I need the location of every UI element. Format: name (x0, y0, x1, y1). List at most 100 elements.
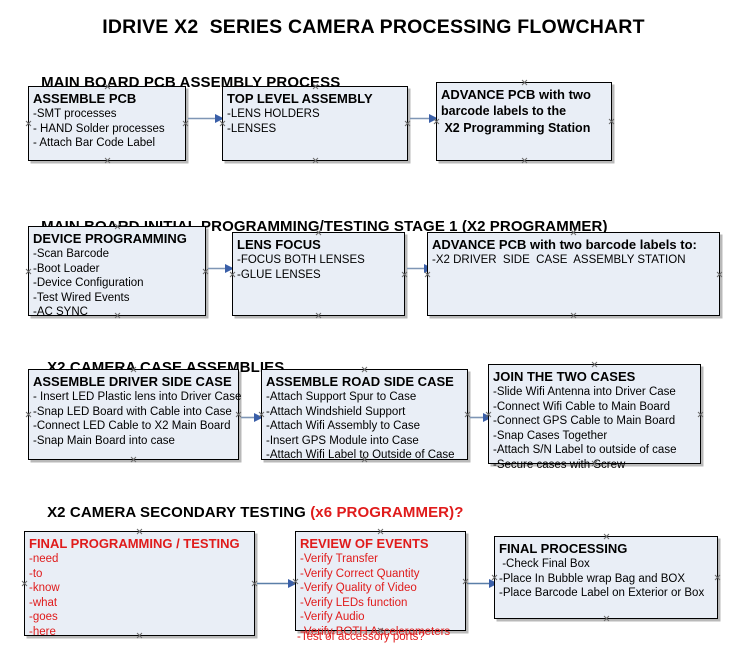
box-line: -Verify BOTH Accelerometers (300, 625, 451, 638)
resize-handle-top[interactable] (591, 361, 598, 368)
resize-handle-bottom[interactable] (130, 456, 137, 463)
box-line: -Attach Windshield Support (266, 405, 406, 418)
connector-arrow-assemble-pcb-to-top-level[interactable] (188, 113, 224, 124)
box-line: -know (29, 582, 60, 594)
box-line: -Verify Quality of Video (300, 582, 417, 594)
resize-handle-right[interactable] (608, 118, 615, 125)
box-line: -GLUE LENSES (237, 268, 321, 281)
process-box-top-level-assembly[interactable]: TOP LEVEL ASSEMBLY -LENS HOLDERS -LENSES (222, 86, 408, 161)
box-line: -Connect LED Cable to X2 Main Board (33, 420, 231, 432)
box-line: -Connect Wifi Cable to Main Board (493, 400, 671, 413)
process-box-assemble-driver-side-case[interactable]: ASSEMBLE DRIVER SIDE CASE - Insert LED P… (25, 369, 242, 463)
connector-arrow-device-programming-to-lens-focus[interactable] (208, 263, 234, 274)
box-line: -Verify Audio (300, 611, 365, 623)
box-line: -Snap Main Board into case (33, 434, 175, 447)
overflow-text-test-accessory-ports: -Test of accessory ports? (297, 631, 425, 643)
connector-arrow-top-level-to-advance-pcb[interactable] (410, 113, 438, 124)
resize-handle-bottom[interactable] (521, 157, 528, 164)
box-title: ASSEMBLE DRIVER SIDE CASE (33, 374, 232, 389)
box-line: -Snap Cases Together (493, 429, 608, 442)
box-line: -Connect GPS Cable to Main Board (493, 415, 676, 427)
box-line: -Attach Wifi Label to Outside of Case (266, 449, 455, 461)
box-line: - Attach Bar Code Label (33, 137, 156, 149)
box-line: -what (29, 596, 58, 609)
box-line: -Place In Bubble wrap Bag and BOX (499, 572, 686, 585)
box-line: -to (29, 567, 43, 580)
process-box-review-of-events[interactable]: REVIEW OF EVENTS -Verify Transfer -Verif… (295, 531, 466, 638)
box-title: REVIEW OF EVENTS (300, 536, 429, 551)
box-title: TOP LEVEL ASSEMBLY (227, 91, 373, 106)
box-title: FINAL PROGRAMMING / TESTING (29, 536, 240, 551)
resize-handle-bottom[interactable] (104, 157, 111, 164)
box-line: -Verify Transfer (300, 553, 378, 565)
page-title: IDRIVE X2 SERIES CAMERA PROCESSING FLOWC… (102, 16, 645, 38)
section-heading-text: X2 CAMERA SECONDARY TESTING (47, 504, 311, 521)
resize-handle-left[interactable] (25, 411, 32, 418)
process-box-lens-focus[interactable]: LENS FOCUS -FOCUS BOTH LENSES -GLUE LENS… (232, 232, 405, 316)
box-line: -Place Barcode Label on Exterior or Box (499, 587, 705, 599)
connector-arrow-driver-case-to-road-case[interactable] (241, 412, 263, 423)
resize-handle-bottom[interactable] (315, 312, 322, 319)
section-heading-secondary-testing: X2 CAMERA SECONDARY TESTING (x6 PROGRAMM… (30, 487, 463, 538)
box-line: -Attach S/N Label to outside of case (493, 444, 677, 456)
resize-handle-top[interactable] (361, 366, 368, 373)
box-line: -here (29, 625, 56, 638)
box-line: - Insert LED Plastic lens into Driver Ca… (33, 391, 242, 403)
box-line: -Slide Wifi Antenna into Driver Case (493, 386, 676, 398)
box-line: -Scan Barcode (33, 248, 110, 260)
box-line: -X2 DRIVER SIDE CASE ASSEMBLY STATION (432, 254, 686, 266)
resize-handle-right[interactable] (716, 271, 723, 278)
resize-handle-bottom[interactable] (570, 312, 577, 319)
box-line: -Insert GPS Module into Case (266, 434, 419, 447)
connector-arrow-final-programming-to-review-events[interactable] (257, 578, 297, 589)
resize-handle-top[interactable] (521, 79, 528, 86)
connector-arrow-review-events-to-final-processing[interactable] (468, 578, 498, 589)
box-title: ADVANCE PCB with two (441, 87, 591, 102)
resize-handle-bottom[interactable] (603, 615, 610, 622)
box-line: -need (29, 553, 59, 565)
box-line: -Verify Correct Quantity (300, 567, 420, 580)
process-box-final-programming-testing[interactable]: FINAL PROGRAMMING / TESTING -need -to -k… (21, 531, 255, 638)
box-title: DEVICE PROGRAMMING (33, 231, 187, 246)
box-line: -Boot Loader (33, 262, 100, 275)
box-line: -Device Configuration (33, 277, 144, 289)
box-title: ASSEMBLE ROAD SIDE CASE (266, 374, 454, 389)
resize-handle-top[interactable] (603, 533, 610, 540)
resize-handle-right[interactable] (714, 574, 721, 581)
box-title: LENS FOCUS (237, 237, 321, 252)
resize-handle-left[interactable] (25, 268, 32, 275)
process-box-advance-pcb-driver-side-station[interactable]: ADVANCE PCB with two barcode labels to: … (427, 232, 720, 316)
section-heading-accent: (x6 PROGRAMMER)? (310, 504, 464, 521)
box-line: -SMT processes (33, 108, 117, 120)
box-line: - HAND Solder processes (33, 122, 165, 135)
box-line: -Secure cases with Screw (493, 458, 626, 471)
box-line: -goes (29, 611, 58, 623)
resize-handle-bottom[interactable] (312, 157, 319, 164)
box-line: -Verify LEDs function (300, 596, 408, 609)
process-box-final-processing[interactable]: FINAL PROCESSING -Check Final Box -Place… (494, 536, 718, 619)
process-box-device-programming[interactable]: DEVICE PROGRAMMING -Scan Barcode -Boot L… (25, 226, 206, 318)
process-box-assemble-pcb[interactable]: ASSEMBLE PCB -SMT processes - HAND Solde… (28, 86, 186, 161)
box-title: ASSEMBLE PCB (33, 91, 137, 106)
box-line: -LENS HOLDERS (227, 108, 320, 120)
box-line: -LENSES (227, 122, 277, 135)
box-line: -Snap LED Board with Cable into Case (33, 405, 232, 418)
resize-handle-left[interactable] (25, 120, 32, 127)
box-line: -FOCUS BOTH LENSES (237, 254, 365, 266)
process-box-assemble-road-side-case[interactable]: ASSEMBLE ROAD SIDE CASE -Attach Support … (261, 366, 468, 461)
box-line: -Check Final Box (499, 558, 590, 570)
box-title: ADVANCE PCB with two barcode labels to: (432, 237, 697, 252)
box-line: -Test Wired Events (33, 291, 130, 304)
box-line: -AC SYNC (33, 306, 88, 318)
box-line: barcode labels to the (441, 104, 567, 118)
process-box-join-the-two-cases[interactable]: JOIN THE TWO CASES -Slide Wifi Antenna i… (488, 361, 704, 471)
box-title: FINAL PROCESSING (499, 541, 628, 556)
resize-handle-left[interactable] (21, 580, 28, 587)
connector-arrow-road-case-to-join-cases[interactable] (470, 412, 492, 423)
resize-handle-right[interactable] (697, 411, 704, 418)
box-line: -Attach Support Spur to Case (266, 391, 417, 403)
box-title: JOIN THE TWO CASES (493, 369, 636, 384)
box-line: X2 Programming Station (441, 121, 591, 135)
process-box-advance-pcb-programming-station[interactable]: ADVANCE PCB with two barcode labels to t… (436, 82, 612, 161)
